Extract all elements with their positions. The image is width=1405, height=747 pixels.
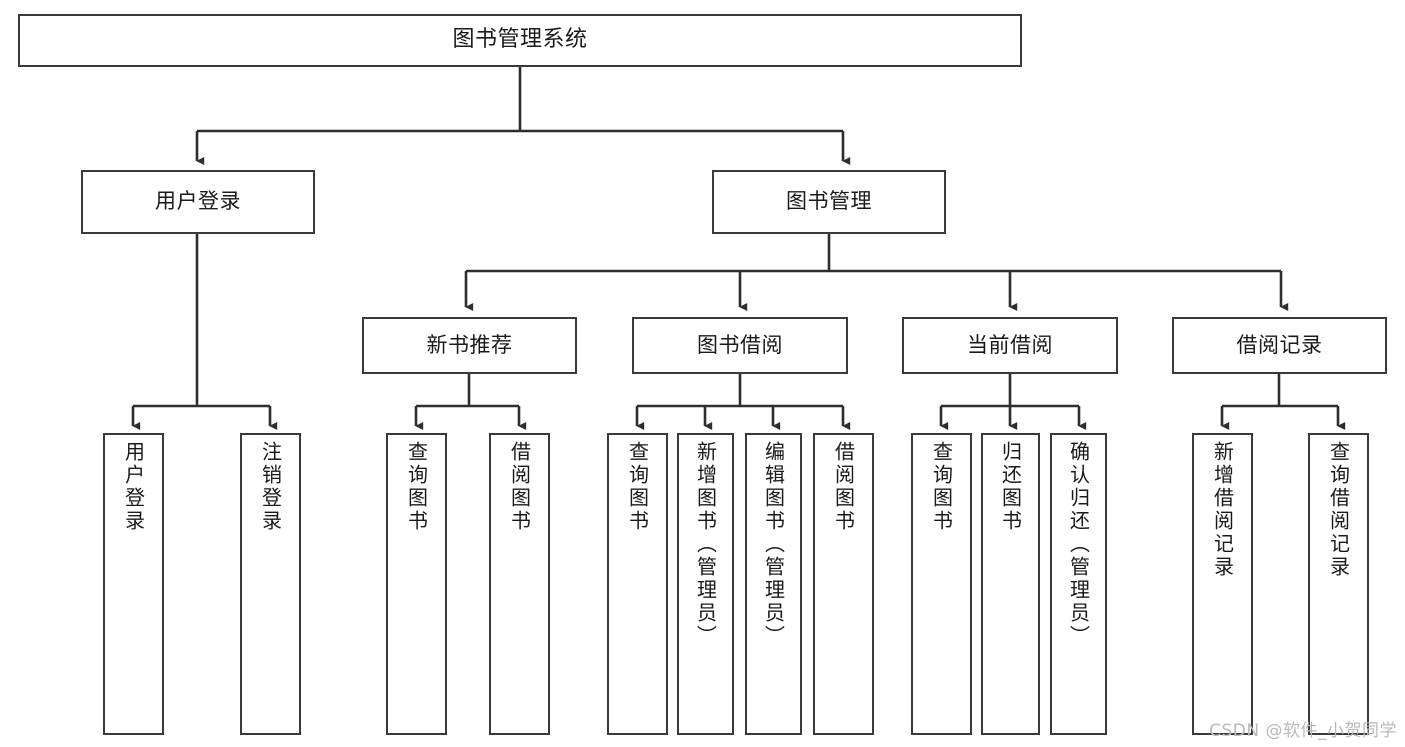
leaf-borrow-book[interactable]: 借阅图书 [813,433,874,735]
leaf-query-book[interactable]: 查询图书 [607,433,668,735]
node-borrow-records[interactable]: 借阅记录 [1172,317,1387,374]
node-label: 注销登录 [258,441,283,533]
node-label: 图书借阅 [697,332,783,357]
node-label: 图书管理 [786,189,872,214]
node-label: 借阅图书 [831,441,856,533]
leaf-return-book[interactable]: 归还图书 [981,433,1040,735]
node-label: 借阅图书 [507,441,532,533]
node-label: 新增图书（管理员） [693,441,718,648]
watermark-text: CSDN @软件_小贺同学 [1209,721,1397,741]
node-root-system[interactable]: 图书管理系统 [18,14,1022,67]
node-user-login[interactable]: 用户登录 [81,170,315,234]
node-new-book-recommend[interactable]: 新书推荐 [362,317,577,374]
leaf-user-login[interactable]: 用户登录 [103,433,164,735]
node-label: 图书管理系统 [452,27,588,53]
node-label: 新增借阅记录 [1210,441,1235,579]
leaf-confirm-return-admin[interactable]: 确认归还（管理员） [1050,433,1107,735]
leaf-logout[interactable]: 注销登录 [240,433,301,735]
leaf-query-borrow-record[interactable]: 查询借阅记录 [1308,433,1369,735]
node-label: 归还图书 [998,441,1023,533]
node-label: 用户登录 [155,189,241,214]
node-label: 用户登录 [121,441,146,533]
node-label: 编辑图书（管理员） [761,441,786,648]
node-label: 当前借阅 [967,332,1053,357]
leaf-edit-book-admin[interactable]: 编辑图书（管理员） [745,433,802,735]
leaf-query-book-current[interactable]: 查询图书 [911,433,972,735]
node-label: 借阅记录 [1236,332,1323,357]
leaf-query-book-recommend[interactable]: 查询图书 [386,433,447,735]
node-label: 查询图书 [929,441,954,533]
leaf-borrow-book-recommend[interactable]: 借阅图书 [489,433,550,735]
node-label: 新书推荐 [426,332,513,357]
node-label: 查询借阅记录 [1326,441,1351,579]
node-label: 确认归还（管理员） [1066,441,1091,648]
node-current-borrow[interactable]: 当前借阅 [902,317,1118,374]
node-label: 查询图书 [404,441,429,533]
node-label: 查询图书 [625,441,650,533]
node-book-borrow[interactable]: 图书借阅 [632,317,848,374]
node-book-management[interactable]: 图书管理 [712,170,946,234]
leaf-add-book-admin[interactable]: 新增图书（管理员） [677,433,734,735]
leaf-add-borrow-record[interactable]: 新增借阅记录 [1192,433,1253,735]
